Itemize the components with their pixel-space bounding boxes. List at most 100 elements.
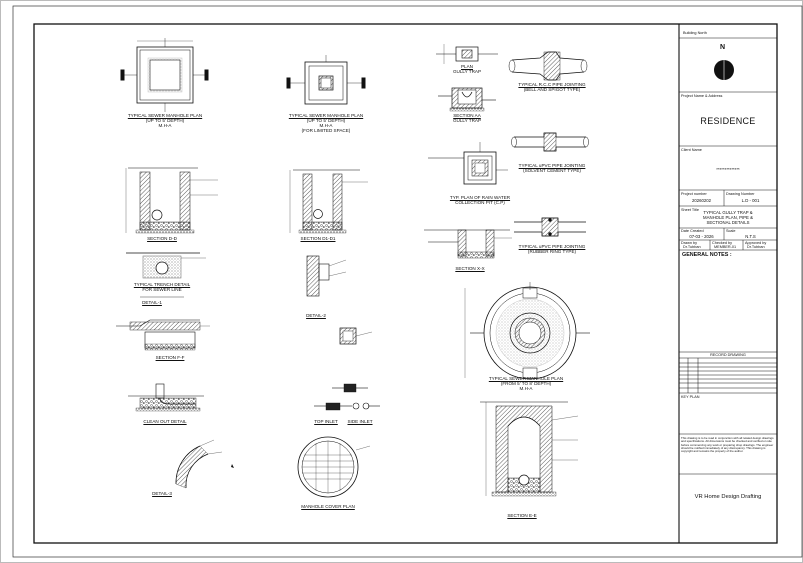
record-drawing-heading: RECORD DRAWING bbox=[710, 353, 746, 357]
date-label: Date Created bbox=[681, 229, 704, 233]
sheet-title-label: Sheet Title bbox=[681, 208, 699, 212]
drawing-subtitle: FOR SEWER LINE bbox=[142, 287, 182, 292]
project-number-label: Project number bbox=[681, 192, 707, 196]
drawing-subtitle: M.H-A bbox=[519, 386, 533, 391]
drawing-title: DETAIL-1 bbox=[142, 300, 162, 305]
north-letter: N bbox=[720, 44, 726, 51]
label-plan-limited: TYPICAL SEWER MANHOLE PLAN (UP TO 5' DEP… bbox=[289, 113, 363, 133]
sheet-title-line: TYPICAL GULLY TRAP & bbox=[703, 210, 753, 215]
drawing-subtitle: COLLECTION PIT (C.P) bbox=[455, 200, 505, 205]
inlet-box-detail bbox=[339, 327, 373, 345]
checked-label: Checked by bbox=[712, 241, 733, 245]
drawing-title: TYPICAL uPVC PIPE JOINTING bbox=[518, 244, 586, 249]
label-plan-upto5: TYPICAL SEWER MANHOLE PLAN (UP TO 5' DEP… bbox=[128, 113, 202, 128]
section-ee bbox=[480, 401, 579, 497]
drawing-title: SECTION F-F bbox=[155, 355, 185, 360]
section-dd bbox=[125, 167, 218, 234]
label-plan-upto8: TYPICAL SEWER MANHOLE PLAN (FROM 5' TO 8… bbox=[489, 376, 563, 391]
drawing-subtitle: (RUBBER RING TYPE) bbox=[527, 249, 577, 254]
drawing-number-label: Drawing Number bbox=[726, 192, 755, 196]
drawing-subtitle: (UP TO 5' DEPTH) bbox=[306, 118, 346, 123]
scale-label: Scale bbox=[726, 229, 736, 233]
label-upvc-rubber: TYPICAL uPVC PIPE JOINTING (RUBBER RING … bbox=[519, 244, 586, 254]
rain-water-pit-plan bbox=[428, 142, 508, 185]
drawing-title: SIDE INLET bbox=[347, 419, 373, 424]
gully-trap-plan bbox=[436, 44, 498, 64]
project-number: 20260202 bbox=[691, 198, 712, 203]
project-name: RESIDENCE bbox=[700, 116, 756, 126]
drawing-title: MANHOLE COVER PLAN bbox=[301, 504, 355, 509]
drawing-subtitle: (FROM 5' TO 8' DEPTH) bbox=[500, 381, 552, 386]
detail-3 bbox=[175, 439, 234, 489]
label-gully-section: SECTION AA GULLY TRAP bbox=[453, 113, 481, 123]
drawing-subtitle: (UP TO 5' DEPTH) bbox=[145, 118, 185, 123]
drawing-title: TYP. PLAN OF RAIN WATER bbox=[449, 195, 511, 200]
date-created: 07-03 - 2026 bbox=[689, 234, 714, 239]
drawing-title: DETAIL-3 bbox=[152, 491, 172, 496]
label-detail-2: DETAIL-2 bbox=[306, 313, 326, 318]
drawing-title: DETAIL-2 bbox=[306, 313, 326, 318]
key-plan-label: KEY PLAN bbox=[681, 395, 700, 399]
section-d1d1 bbox=[289, 169, 368, 234]
firm-name: VR Home Design Drafting bbox=[694, 494, 762, 500]
clean-out-detail bbox=[128, 383, 204, 412]
label-detail-3: DETAIL-3 bbox=[152, 491, 172, 496]
approved-label: Approved by bbox=[745, 241, 767, 245]
drawing-title: TYPICAL R.C.C PIPE JOINTING bbox=[518, 82, 586, 87]
gully-trap-section bbox=[438, 87, 496, 112]
drawing-title: SECTION D1-D1 bbox=[300, 236, 336, 241]
label-section-ff: SECTION F-F bbox=[156, 355, 185, 360]
drawing-title: PLAN bbox=[460, 64, 473, 69]
title-block-grid bbox=[679, 37, 777, 475]
label-clean-out: CLEAN OUT DETAIL bbox=[143, 419, 186, 424]
approved-value: Dr.Tubban bbox=[747, 245, 765, 249]
label-rain-pit: TYP. PLAN OF RAIN WATER COLLECTION PIT (… bbox=[450, 195, 510, 205]
manhole-plan-upto5 bbox=[120, 38, 209, 112]
detail-2 bbox=[306, 255, 347, 297]
section-xx bbox=[424, 229, 512, 259]
drawing-subtitle: (FOR LIMITED SPACE) bbox=[301, 128, 351, 133]
drawing-subtitle: M.H-A bbox=[319, 123, 333, 128]
trench-detail bbox=[126, 252, 206, 279]
rcc-pipe-joint bbox=[508, 51, 588, 81]
drawing-title: SECTION D-D bbox=[147, 236, 177, 241]
sheet-title-line: SECTIONAL DETAILS bbox=[706, 220, 750, 225]
sheet-title-line: MANHOLE PLAN, PIPE & bbox=[703, 215, 753, 220]
project-label: Project Name & Address bbox=[681, 94, 723, 98]
manhole-plan-limited bbox=[286, 55, 366, 105]
drawing-title: TYPICAL uPVC PIPE JOINTING bbox=[518, 163, 586, 168]
drawing-number: L.D - 001 bbox=[741, 198, 760, 203]
label-section-ee: SECTION E-E bbox=[507, 513, 536, 518]
client-name: ************** bbox=[716, 167, 740, 172]
label-trench: TYPICAL TRENCH DETAIL FOR SEWER LINE bbox=[134, 282, 190, 292]
section-ff bbox=[116, 319, 210, 351]
drawing-subtitle: M.H-A bbox=[158, 123, 172, 128]
drawing-subtitle: (BELL AND SPIGOT TYPE) bbox=[523, 87, 581, 92]
label-cover-plan: MANHOLE COVER PLAN bbox=[301, 504, 355, 509]
building-north-label: Building North bbox=[683, 31, 707, 35]
manhole-cover-plan bbox=[297, 436, 371, 498]
label-side-inlet: SIDE INLET bbox=[347, 419, 372, 424]
label-section-dd: SECTION D-D bbox=[147, 236, 177, 241]
drawing-title: TOP INLET bbox=[314, 419, 338, 424]
label-gully-plan: PLAN GULLY TRAP bbox=[453, 64, 481, 74]
disclaimer-note: This drawing is to be read in conjunctio… bbox=[681, 436, 774, 454]
drawing-title: SECTION E-E bbox=[507, 513, 537, 518]
drawn-value: Dr.Tubban bbox=[683, 245, 701, 249]
upvc-solvent-joint bbox=[511, 132, 589, 152]
label-top-inlet: TOP INLET bbox=[314, 419, 338, 424]
scale-value: N.T.S bbox=[745, 234, 756, 239]
drawing-subtitle: GULLY TRAP bbox=[452, 69, 482, 74]
drawing-subtitle: GULLY TRAP bbox=[452, 118, 482, 123]
drawing-title: TYPICAL TRENCH DETAIL bbox=[133, 282, 191, 287]
drawing-title: TYPICAL SEWER MANHOLE PLAN bbox=[488, 376, 564, 381]
upvc-rubber-joint bbox=[514, 217, 586, 237]
general-notes-heading: GENERAL NOTES : bbox=[682, 252, 732, 258]
drawing-title: SECTION AA bbox=[453, 113, 481, 118]
inlet-details bbox=[314, 383, 380, 411]
label-section-d1: SECTION D1-D1 bbox=[301, 236, 336, 241]
label-detail-1: DETAIL-1 bbox=[142, 300, 162, 305]
label-upvc-solvent: TYPICAL uPVC PIPE JOINTING (SOLVENT CEME… bbox=[519, 163, 586, 173]
label-rcc-joint: TYPICAL R.C.C PIPE JOINTING (BELL AND SP… bbox=[518, 82, 585, 92]
